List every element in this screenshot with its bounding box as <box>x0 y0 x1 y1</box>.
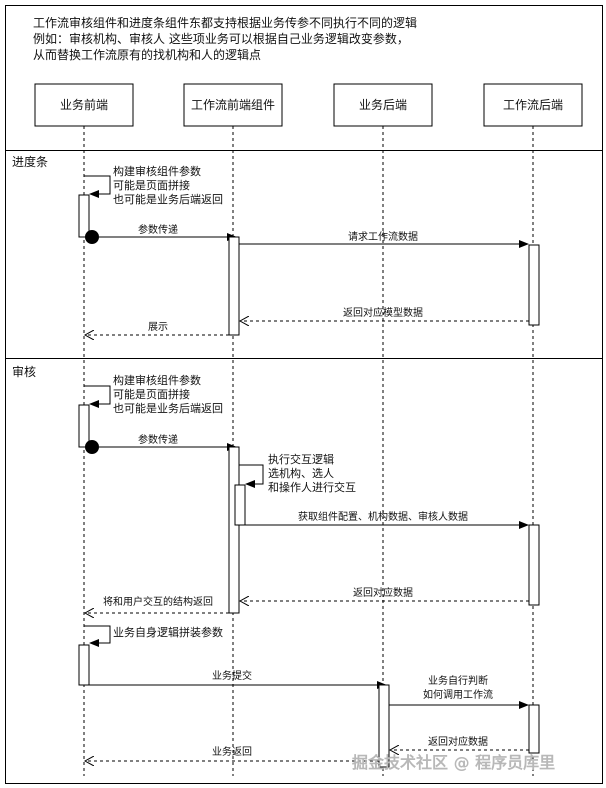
participant-business-frontend: 业务前端 <box>34 83 134 127</box>
participant-workflow-backend: 工作流后端 <box>483 83 583 127</box>
participant-label: 业务后端 <box>359 97 407 112</box>
section-progress: 构建审核组件参数 可能是页面拼接 也可能是业务后端返回 参数传递 请求工作流数据… <box>78 164 540 336</box>
message-label: 业务返回 <box>212 745 252 758</box>
self-message-note-line: 构建审核组件参数 <box>113 164 201 178</box>
participant-label: 工作流后端 <box>503 98 563 112</box>
message-label: 请求工作流数据 <box>348 230 418 243</box>
activation-bar <box>528 244 540 326</box>
participant-label: 工作流前端组件 <box>191 97 275 112</box>
message-label: 参数传递 <box>138 223 178 236</box>
message-label: 获取组件配置、机构数据、审核人数据 <box>298 510 468 523</box>
participant-business-backend: 业务后端 <box>333 83 433 127</box>
activation-bar <box>528 704 540 754</box>
activation-bar <box>228 236 240 336</box>
section-review: 构建审核组件参数 可能是页面拼接 也可能是业务后端返回 参数传递 执行交互逻辑 … <box>78 373 540 768</box>
message-label: 返回对应数据 <box>353 586 413 599</box>
message-label: 返回对应模型数据 <box>343 306 423 319</box>
self-message-arrow <box>84 625 111 647</box>
message-label: 展示 <box>148 321 168 333</box>
activation-bar-nested <box>234 484 246 526</box>
self-message-note-line: 选机构、选人 <box>268 466 334 480</box>
activation-bar <box>78 404 90 448</box>
activation-bar <box>378 684 390 768</box>
watermark: 掘金技术社区 @ 程序员库里 <box>352 753 555 772</box>
message-label: 业务自行判断 <box>428 674 488 687</box>
start-dot <box>85 230 99 244</box>
message-label: 如何调用工作流 <box>423 688 493 701</box>
self-message-note-line: 也可能是业务后端返回 <box>113 192 223 206</box>
self-message-arrow <box>84 385 111 408</box>
activation-bar <box>528 524 540 606</box>
self-message-note-line: 业务自身逻辑拼装参数 <box>113 625 223 639</box>
self-message-note-line: 执行交互逻辑 <box>268 452 334 466</box>
self-message-note-line: 也可能是业务后端返回 <box>113 401 223 415</box>
participant-workflow-frontend: 工作流前端组件 <box>183 83 283 127</box>
diagram-frame <box>5 5 603 784</box>
self-message-note-line: 可能是页面拼接 <box>113 178 190 192</box>
activation-bar <box>78 194 90 238</box>
message-label: 返回对应数据 <box>428 735 488 748</box>
section-title-progress: 进度条 <box>12 154 48 169</box>
section-title-review: 审核 <box>12 364 36 379</box>
self-message-note-line: 和操作人进行交互 <box>268 480 356 494</box>
message-label: 业务提交 <box>212 669 252 682</box>
self-message-arrow <box>84 175 111 198</box>
activation-bar <box>228 446 240 614</box>
description-line-2: 例如：审核机构、审核人 这些项业务可以根据自己业务逻辑改变参数， <box>33 31 409 46</box>
activation-bar <box>78 644 90 686</box>
self-message-arrow <box>239 464 264 488</box>
message-label: 将和用户交互的结构返回 <box>103 595 213 608</box>
self-message-note-line: 可能是页面拼接 <box>113 387 190 401</box>
description-line-3: 从而替换工作流原有的找机构和人的逻辑点 <box>33 47 261 62</box>
participant-label: 业务前端 <box>60 97 108 112</box>
message-label: 参数传递 <box>138 433 178 446</box>
start-dot <box>85 440 99 454</box>
self-message-note-line: 构建审核组件参数 <box>113 373 201 387</box>
description-line-1: 工作流审核组件和进度条组件东都支持根据业务传参不同执行不同的逻辑 <box>33 15 417 30</box>
